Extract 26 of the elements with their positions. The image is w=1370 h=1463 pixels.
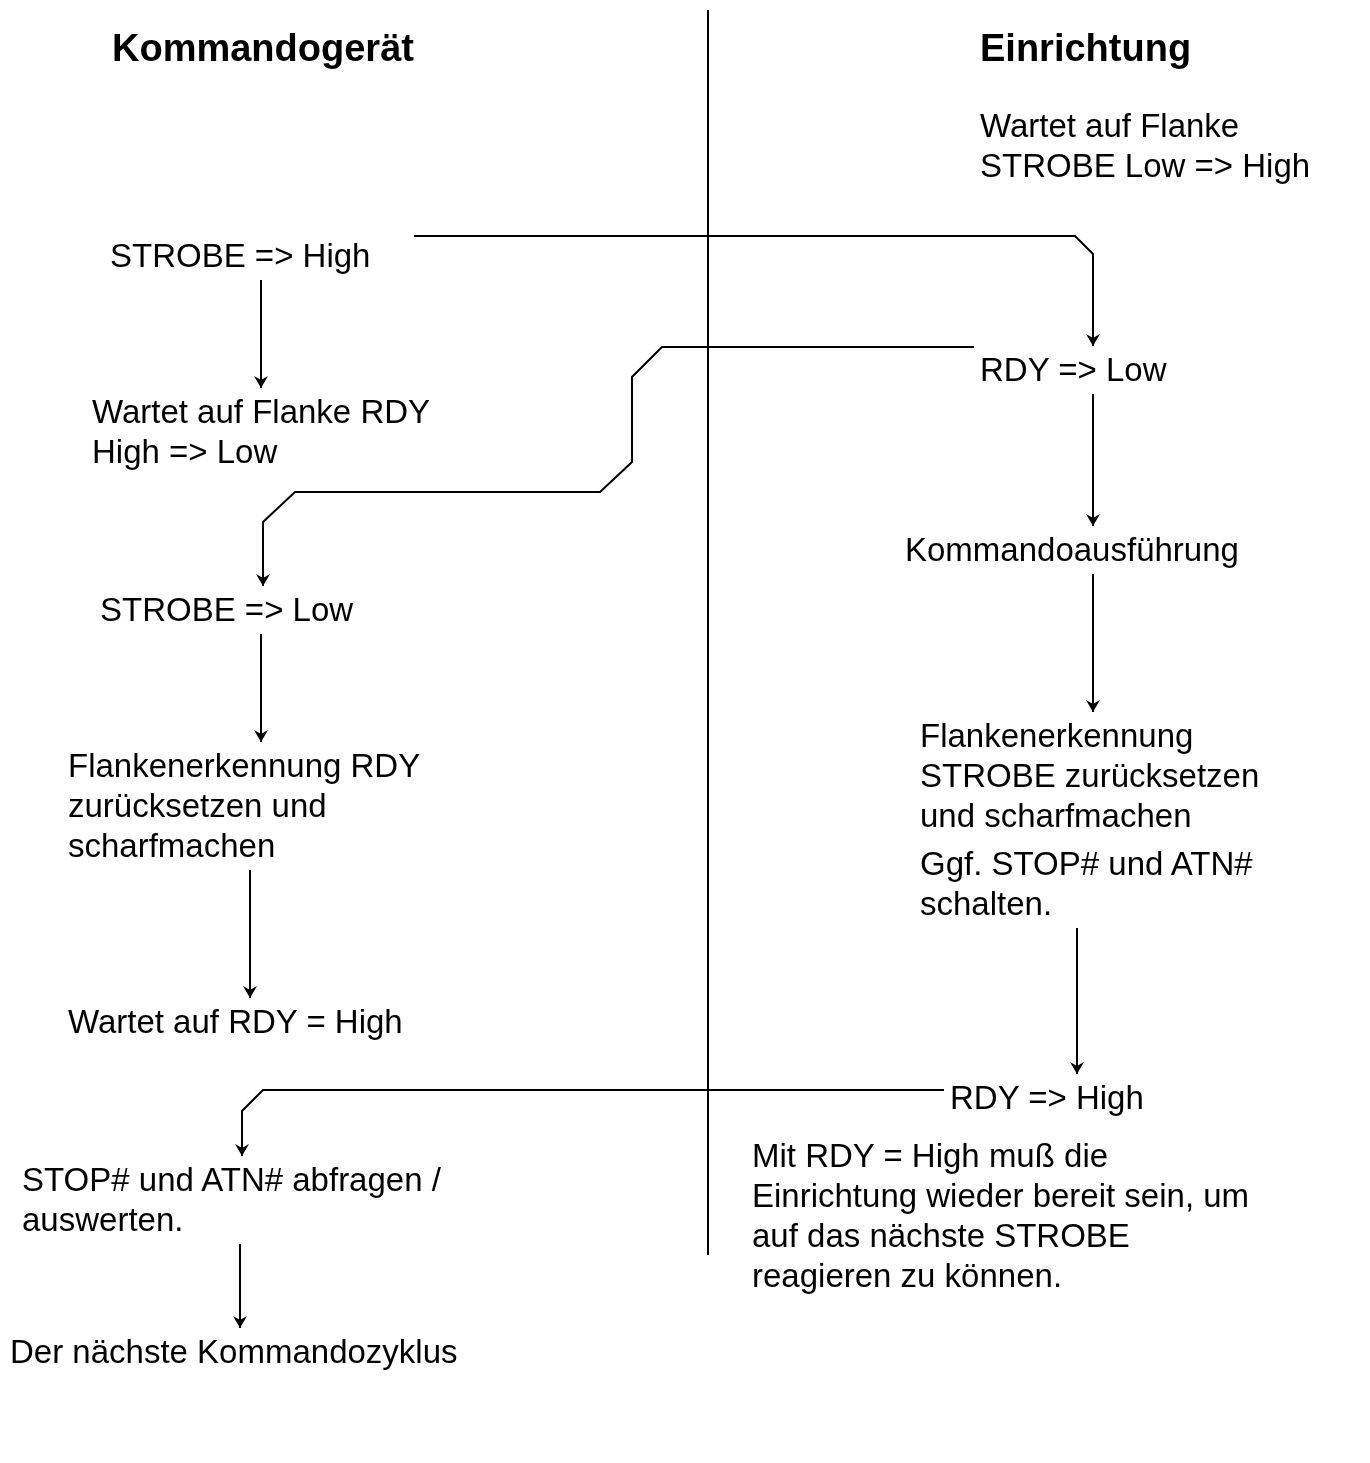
step-text: STROBE => High [110,236,372,276]
step-text: STROBE => Low [100,590,355,630]
arrow [243,869,257,999]
arrow [235,1089,945,1157]
step-text: RDY => High [950,1078,1145,1118]
arrow [1086,573,1100,713]
step-text: Ggf. STOP# und ATN# schalten. [920,844,1254,924]
column-heading: Einrichtung [980,28,1193,68]
step-text: Der nächste Kommandozyklus [10,1332,459,1372]
arrow [254,633,268,743]
column-heading: Kommandogerät [112,28,415,68]
note-text: Wartet auf Flanke STROBE Low => High [980,106,1312,186]
step-text: RDY => Low [980,350,1168,390]
step-text: STOP# und ATN# abfragen / auswerten. [22,1160,442,1240]
note-text: Mit RDY = High muß die Einrichtung wieder bereit sein, um auf das nächste STROBE reagieren zu können. [752,1136,1251,1296]
step-text: Flankenerkennung RDY zurücksetzen und scharfmachen [68,746,421,866]
step-text: Wartet auf RDY = High [68,1002,404,1042]
arrow [413,235,1100,347]
arrow [1086,393,1100,527]
arrow [256,346,975,587]
arrow [233,1243,247,1329]
arrow [254,279,268,389]
step-text: Flankenerkennung STROBE zurücksetzen und scharfmachen [920,716,1261,836]
step-text: Kommandoausführung [905,530,1240,570]
step-text: Wartet auf Flanke RDY High => Low [92,392,431,472]
arrow [1070,927,1084,1075]
